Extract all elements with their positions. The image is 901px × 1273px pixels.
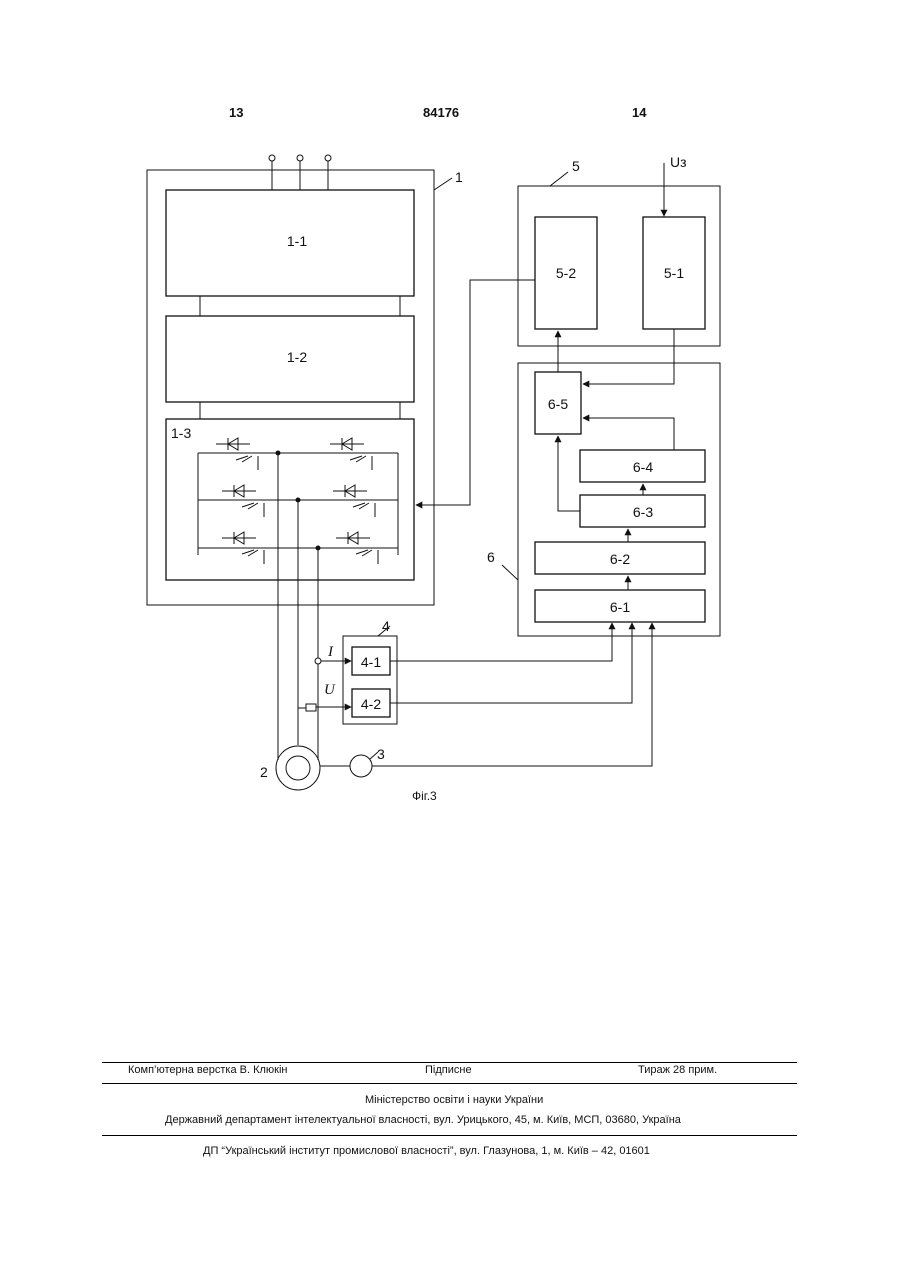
unit-1-3-label: 1-3 bbox=[171, 425, 191, 441]
unit-5-1-label: 5-1 bbox=[664, 265, 684, 281]
block-5-outer bbox=[518, 186, 720, 346]
unit-5-2-label: 5-2 bbox=[556, 265, 576, 281]
voltage-label: U bbox=[324, 682, 336, 698]
unit-6-5-label: 6-5 bbox=[548, 396, 568, 412]
unit-6-1-label: 6-1 bbox=[610, 599, 630, 615]
block-6-label: 6 bbox=[487, 549, 495, 565]
footer-department: Державний департамент інтелектуальної вл… bbox=[165, 1114, 681, 1126]
unit-1-2-label: 1-2 bbox=[287, 349, 307, 365]
footer-signed: Підписне bbox=[425, 1064, 472, 1076]
unit-4-2-label: 4-2 bbox=[361, 696, 381, 712]
footer-rule-bottom bbox=[102, 1135, 797, 1136]
footer-institute: ДП “Український інститут промислової вла… bbox=[203, 1145, 650, 1157]
sensor-label: 3 bbox=[377, 746, 385, 762]
footer-ministry: Міністерство освіти і науки України bbox=[365, 1094, 543, 1106]
current-label: I bbox=[327, 644, 334, 660]
motor-label: 2 bbox=[260, 764, 268, 780]
motor-inner bbox=[286, 756, 310, 780]
footer-circulation: Тираж 28 прим. bbox=[638, 1064, 717, 1076]
speed-sensor bbox=[350, 755, 372, 777]
motor-outer bbox=[276, 746, 320, 790]
footer-rule-top bbox=[102, 1062, 797, 1063]
unit-6-2-label: 6-2 bbox=[610, 551, 630, 567]
unit-6-3-label: 6-3 bbox=[633, 504, 653, 520]
block-5-label: 5 bbox=[572, 158, 580, 174]
block-4-label: 4 bbox=[382, 618, 390, 634]
supply-terminals bbox=[269, 155, 331, 190]
igbt-switch-2 bbox=[330, 438, 372, 470]
block-1-label: 1 bbox=[455, 169, 463, 185]
uz-input-label: Uз bbox=[670, 154, 687, 170]
unit-6-4-label: 6-4 bbox=[633, 459, 653, 475]
figure-caption: Фіг.3 bbox=[412, 789, 437, 803]
igbt-switch-4 bbox=[333, 485, 375, 517]
unit-1-1-label: 1-1 bbox=[287, 233, 307, 249]
igbt-switch-1 bbox=[216, 438, 258, 470]
igbt-switch-3 bbox=[222, 485, 264, 517]
unit-4-1-label: 4-1 bbox=[361, 654, 381, 670]
footer-typesetting: Комп’ютерна верстка В. Клюкін bbox=[128, 1064, 287, 1076]
footer-rule-middle bbox=[102, 1083, 797, 1084]
